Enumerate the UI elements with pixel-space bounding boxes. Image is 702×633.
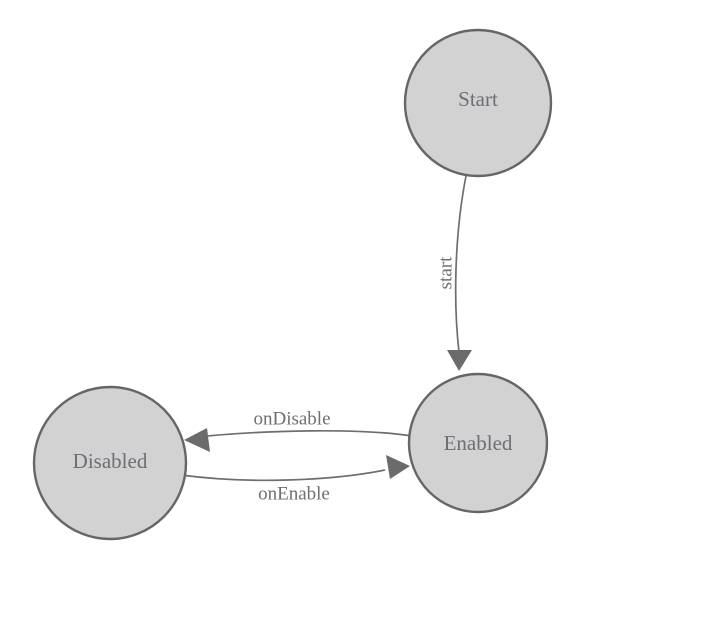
edge-enabled-to-disabled-path [196,429,413,438]
node-start[interactable]: Start [403,28,553,178]
node-start-label: Start [458,87,498,111]
edge-enabled-to-disabled[interactable]: onDisable [184,409,413,453]
edge-start-to-enabled[interactable]: start [436,175,473,371]
edge-start-to-enabled-arrowhead-icon [447,350,472,371]
edge-disabled-to-enabled-arrowhead-icon [386,455,410,479]
edge-label-onenable: onEnable [258,484,330,505]
node-enabled-label: Enabled [444,431,513,455]
node-disabled[interactable]: Disabled [32,385,188,541]
edge-start-to-enabled-path [454,175,467,353]
node-enabled-circle [407,372,549,514]
edge-enabled-to-disabled-arrowhead-icon [184,428,210,452]
edge-disabled-to-enabled[interactable]: onEnable [180,455,410,505]
edge-label-ondisable: onDisable [253,409,330,430]
node-start-circle [403,28,553,178]
node-enabled[interactable]: Enabled [407,372,549,514]
edge-label-start: start [436,256,457,289]
edge-disabled-to-enabled-path [180,469,386,482]
node-disabled-label: Disabled [73,449,148,473]
node-disabled-circle [32,385,188,541]
